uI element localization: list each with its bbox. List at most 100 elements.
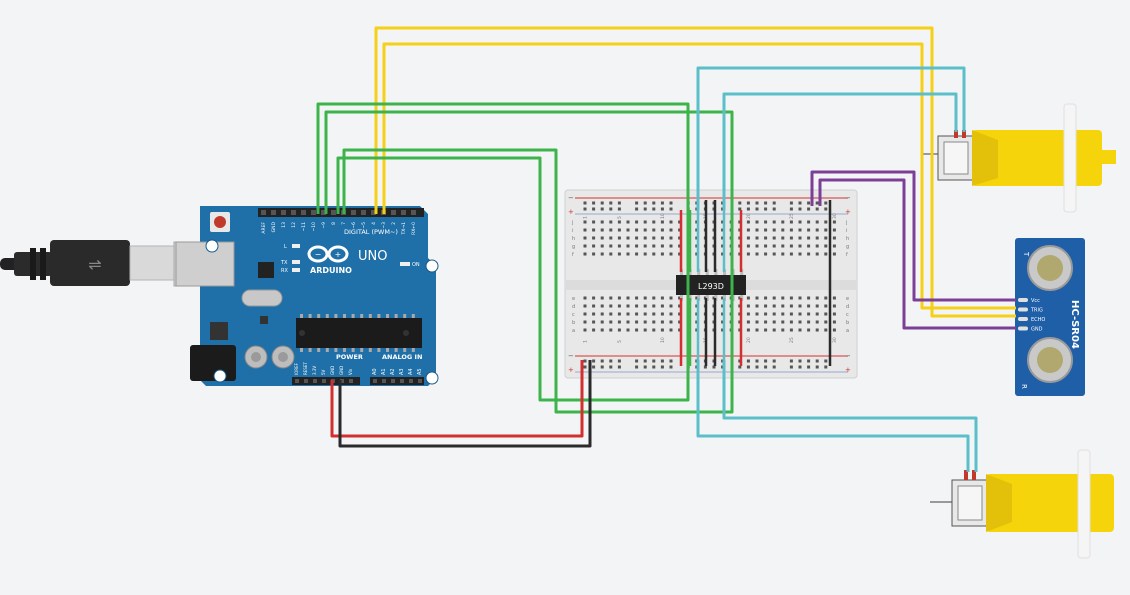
breadboard-hole[interactable] xyxy=(669,236,673,240)
breadboard-hole[interactable] xyxy=(755,328,759,332)
breadboard-rail-hole[interactable] xyxy=(643,207,647,211)
breadboard-rail-hole[interactable] xyxy=(824,359,828,363)
breadboard-hole[interactable] xyxy=(600,244,604,248)
breadboard-rail-hole[interactable] xyxy=(643,365,647,369)
breadboard-hole[interactable] xyxy=(746,244,750,248)
breadboard-hole[interactable] xyxy=(807,252,811,256)
breadboard-hole[interactable] xyxy=(832,220,836,224)
breadboard-hole[interactable] xyxy=(660,228,664,232)
breadboard-hole[interactable] xyxy=(652,328,656,332)
digital-pin-hole[interactable] xyxy=(411,210,416,215)
breadboard-hole[interactable] xyxy=(600,304,604,308)
breadboard-rail-hole[interactable] xyxy=(738,207,742,211)
wire-yellow-inner[interactable] xyxy=(382,42,1016,310)
breadboard-hole[interactable] xyxy=(807,220,811,224)
breadboard-hole[interactable] xyxy=(721,312,725,316)
breadboard-hole[interactable] xyxy=(643,312,647,316)
breadboard-hole[interactable] xyxy=(669,244,673,248)
breadboard-rail-hole[interactable] xyxy=(789,365,793,369)
breadboard-hole[interactable] xyxy=(583,296,587,300)
breadboard-hole[interactable] xyxy=(583,320,587,324)
breadboard-hole[interactable] xyxy=(815,244,819,248)
breadboard-hole[interactable] xyxy=(824,252,828,256)
digital-pin-hole[interactable] xyxy=(281,210,286,215)
breadboard-rail-hole[interactable] xyxy=(738,201,742,205)
breadboard-hole[interactable] xyxy=(600,320,604,324)
breadboard-hole[interactable] xyxy=(678,244,682,248)
breadboard-rail-hole[interactable] xyxy=(635,365,639,369)
breadboard-hole[interactable] xyxy=(652,228,656,232)
breadboard-hole[interactable] xyxy=(764,304,768,308)
breadboard-hole[interactable] xyxy=(592,328,596,332)
breadboard-hole[interactable] xyxy=(781,296,785,300)
breadboard-hole[interactable] xyxy=(592,312,596,316)
breadboard-hole[interactable] xyxy=(832,296,836,300)
breadboard-hole[interactable] xyxy=(832,328,836,332)
breadboard-rail-hole[interactable] xyxy=(789,359,793,363)
breadboard-rail-hole[interactable] xyxy=(746,359,750,363)
breadboard-hole[interactable] xyxy=(755,252,759,256)
breadboard-hole[interactable] xyxy=(643,236,647,240)
wire-yellow-outer[interactable] xyxy=(374,26,1016,318)
breadboard-rail-hole[interactable] xyxy=(609,207,613,211)
breadboard-rail-hole[interactable] xyxy=(669,365,673,369)
breadboard-hole[interactable] xyxy=(781,304,785,308)
breadboard-hole[interactable] xyxy=(678,312,682,316)
breadboard-hole[interactable] xyxy=(781,220,785,224)
breadboard-hole[interactable] xyxy=(746,296,750,300)
breadboard-hole[interactable] xyxy=(652,252,656,256)
digital-pin-hole[interactable] xyxy=(291,210,296,215)
breadboard-rail-hole[interactable] xyxy=(609,365,613,369)
analog-pin-hole[interactable] xyxy=(382,379,386,383)
breadboard-hole[interactable] xyxy=(789,296,793,300)
breadboard-hole[interactable] xyxy=(652,312,656,316)
breadboard-hole[interactable] xyxy=(832,320,836,324)
dc-motor-bottom[interactable] xyxy=(930,449,1114,559)
breadboard-hole[interactable] xyxy=(669,304,673,308)
breadboard-hole[interactable] xyxy=(755,220,759,224)
breadboard-hole[interactable] xyxy=(652,244,656,248)
breadboard-hole[interactable] xyxy=(798,244,802,248)
breadboard-rail-hole[interactable] xyxy=(583,201,587,205)
breadboard-hole[interactable] xyxy=(755,228,759,232)
breadboard-hole[interactable] xyxy=(609,228,613,232)
breadboard-hole[interactable] xyxy=(626,304,630,308)
breadboard-hole[interactable] xyxy=(600,312,604,316)
breadboard-rail-hole[interactable] xyxy=(643,201,647,205)
breadboard-hole[interactable] xyxy=(660,320,664,324)
breadboard-hole[interactable] xyxy=(772,312,776,316)
breadboard-hole[interactable] xyxy=(583,312,587,316)
breadboard-hole[interactable] xyxy=(609,236,613,240)
breadboard-rail-hole[interactable] xyxy=(669,207,673,211)
breadboard-hole[interactable] xyxy=(583,236,587,240)
breadboard-hole[interactable] xyxy=(609,304,613,308)
breadboard-hole[interactable] xyxy=(815,236,819,240)
sensor-pin[interactable] xyxy=(1018,326,1028,331)
sensor-pin[interactable] xyxy=(1018,317,1028,321)
breadboard-rail-hole[interactable] xyxy=(746,207,750,211)
breadboard-hole[interactable] xyxy=(600,328,604,332)
breadboard-rail-hole[interactable] xyxy=(609,201,613,205)
analog-pin-hole[interactable] xyxy=(409,379,413,383)
breadboard-hole[interactable] xyxy=(755,236,759,240)
breadboard-rail-hole[interactable] xyxy=(712,365,716,369)
breadboard-hole[interactable] xyxy=(592,296,596,300)
breadboard-hole[interactable] xyxy=(652,296,656,300)
breadboard-hole[interactable] xyxy=(617,328,621,332)
breadboard-hole[interactable] xyxy=(789,228,793,232)
breadboard-hole[interactable] xyxy=(660,252,664,256)
breadboard-hole[interactable] xyxy=(789,252,793,256)
breadboard-rail-hole[interactable] xyxy=(772,365,776,369)
breadboard-hole[interactable] xyxy=(583,220,587,224)
breadboard-hole[interactable] xyxy=(815,320,819,324)
breadboard-rail-hole[interactable] xyxy=(798,359,802,363)
breadboard-rail-hole[interactable] xyxy=(815,365,819,369)
breadboard-hole[interactable] xyxy=(626,252,630,256)
breadboard-hole[interactable] xyxy=(660,296,664,300)
breadboard-hole[interactable] xyxy=(746,320,750,324)
breadboard-hole[interactable] xyxy=(789,320,793,324)
breadboard-hole[interactable] xyxy=(660,244,664,248)
breadboard-rail-hole[interactable] xyxy=(807,359,811,363)
breadboard-rail-hole[interactable] xyxy=(600,201,604,205)
